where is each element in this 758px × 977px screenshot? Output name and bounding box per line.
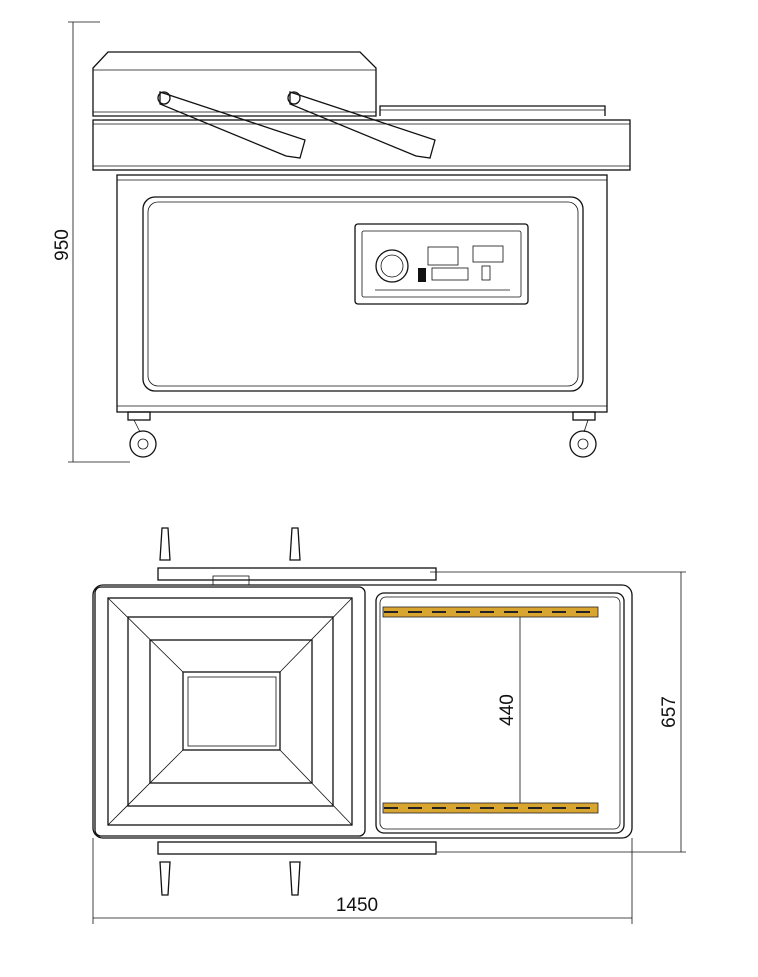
seal-spacing-dimension-label: 440: [497, 694, 518, 726]
display-icon: [427, 246, 459, 266]
caster-left: [127, 411, 157, 458]
body-outline: [92, 584, 633, 839]
handles-top: [157, 527, 437, 586]
height-dimension-line: [68, 21, 130, 463]
depth-dimension-line: [430, 571, 686, 853]
front-view: 950: [52, 21, 631, 463]
lid-arm-right: [287, 91, 436, 159]
depth-dimension-label: 657: [659, 696, 680, 728]
chamber-band: [92, 119, 631, 171]
chamber-right: [375, 592, 625, 834]
digit-display-icon: [472, 245, 504, 263]
power-switch-icon: [418, 268, 426, 282]
button-row-icon: [431, 267, 469, 281]
stop-button-icon: [481, 265, 491, 281]
machine-body: [116, 174, 608, 413]
width-dimension-label: 1450: [336, 895, 378, 916]
handles-bottom: [157, 841, 437, 896]
caster-right: [569, 411, 597, 458]
width-dimension-line: [92, 838, 633, 924]
top-view: 440 657 1450: [92, 527, 686, 924]
lid-arm-left: [157, 91, 306, 159]
lid: [92, 51, 606, 117]
vacuum-gauge-icon: [375, 249, 409, 283]
seal-bar-bottom: [382, 802, 599, 814]
seal-bar-top: [382, 606, 599, 618]
height-dimension-label: 950: [52, 229, 73, 261]
chamber-lid-left: [94, 586, 366, 837]
control-panel: [354, 223, 529, 305]
